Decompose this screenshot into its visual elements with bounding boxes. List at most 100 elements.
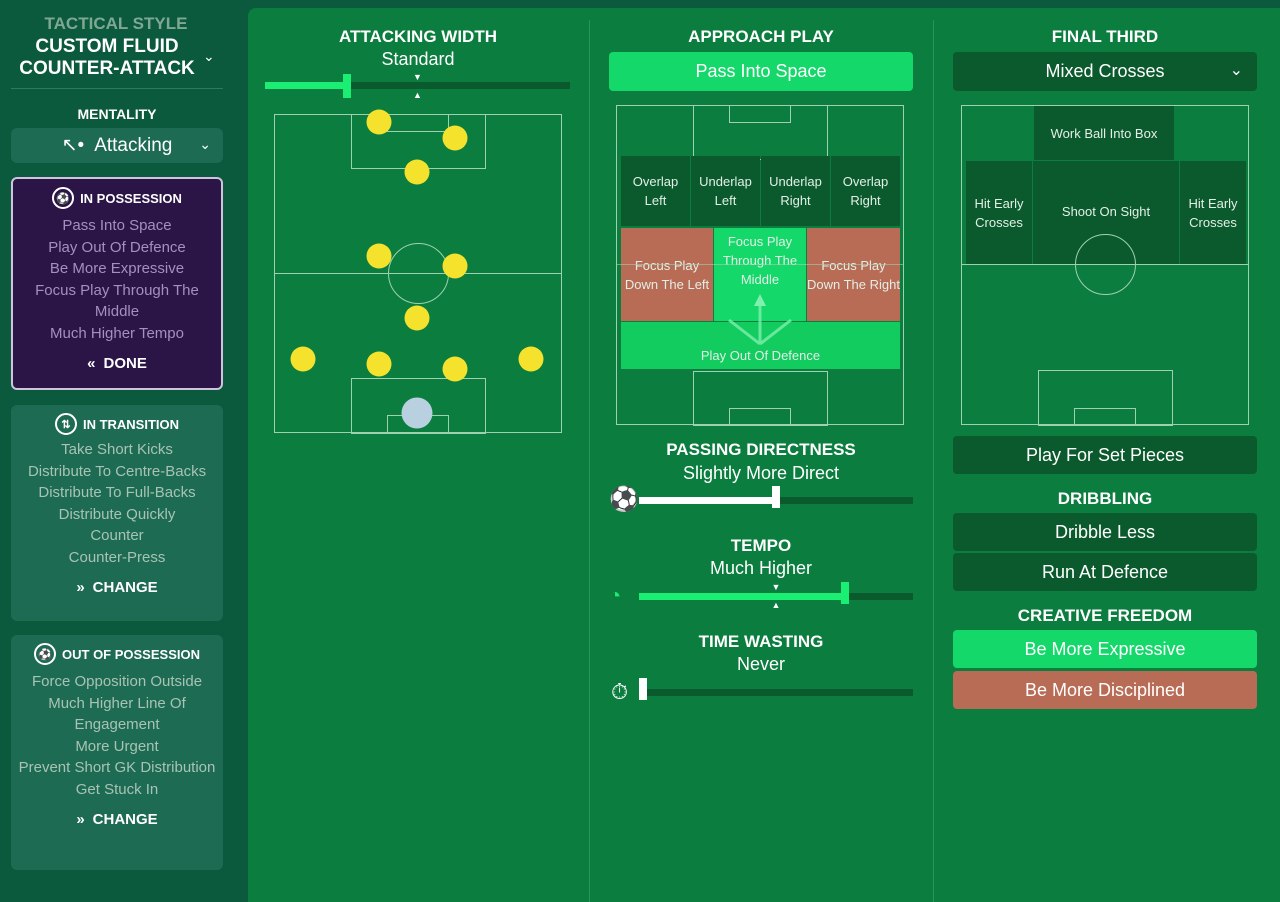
player-marker[interactable] [442, 356, 468, 382]
player-marker[interactable] [290, 346, 316, 372]
passing-directness-title: PASSING DIRECTNESS [666, 440, 856, 459]
dribble-less-button[interactable]: Dribble Less [953, 513, 1257, 551]
slider-handle[interactable] [840, 582, 849, 604]
slider-handle[interactable] [639, 678, 647, 700]
done-button[interactable]: « DONE [13, 355, 221, 372]
zone-work-ball-into-box[interactable]: Work Ball Into Box [1034, 106, 1174, 160]
be-more-expressive-button[interactable]: Be More Expressive [953, 630, 1257, 668]
chevrons-left-icon: « [87, 354, 96, 372]
approach-play-selected-button[interactable]: Pass Into Space [609, 52, 913, 91]
panel-title: IN POSSESSION [80, 190, 182, 206]
passing-directness-value: Slightly More Direct [682, 463, 840, 483]
mentality-label: MENTALITY [77, 106, 157, 122]
tempo-title: TEMPO [730, 536, 792, 555]
chevrons-right-icon: » [76, 578, 85, 596]
player-marker[interactable] [366, 351, 392, 377]
sidebar: TACTICAL STYLE CUSTOM FLUID COUNTER-ATTA… [0, 0, 236, 902]
zone-hit-early-crosses-right[interactable]: Hit Early Crosses [1180, 161, 1246, 264]
instruction-item: Distribute To Full-Backs [38, 484, 196, 502]
time-wasting-value: Never [736, 654, 785, 674]
zone-focus-right[interactable]: Focus Play Down The Right [807, 228, 900, 321]
final-third-pitch: Work Ball Into Box Hit Early Crosses Sho… [961, 105, 1249, 426]
instruction-item: Play Out Of Defence [48, 238, 186, 256]
crosses-dropdown[interactable]: Mixed Crosses ⌄ [953, 52, 1257, 91]
mentality-dropdown[interactable]: ↖• Attacking ⌄ [11, 128, 223, 163]
change-label: CHANGE [92, 578, 158, 596]
time-wasting-slider[interactable]: ⏱ [609, 678, 913, 706]
attacking-width-title: ATTACKING WIDTH [338, 27, 497, 46]
time-wasting-title: TIME WASTING [698, 632, 824, 651]
divider [933, 20, 934, 902]
instruction-item: Focus Play Through The Middle [35, 281, 199, 321]
tempo-value: Much Higher [709, 558, 813, 578]
attacking-width-slider[interactable]: ▼ ▲ [265, 72, 570, 100]
passing-arrows-icon [728, 294, 792, 346]
be-more-disciplined-button[interactable]: Be More Disciplined [953, 671, 1257, 709]
creative-freedom-title: CREATIVE FREEDOM [1017, 606, 1193, 625]
dribbling-title: DRIBBLING [1057, 489, 1153, 508]
instruction-item: Pass Into Space [62, 217, 172, 234]
instruction-item: Force Opposition Outside [31, 673, 203, 690]
zone-overlap-left[interactable]: Overlap Left [621, 156, 690, 226]
done-label: DONE [103, 354, 147, 372]
divider [11, 88, 223, 89]
player-marker[interactable] [518, 346, 544, 372]
zone-underlap-right[interactable]: Underlap Right [761, 156, 830, 226]
default-marker-icon: ▲ [413, 90, 422, 100]
chevron-down-icon: ⌄ [199, 136, 211, 152]
instruction-item: Prevent Short GK Distribution [18, 759, 216, 777]
chevron-down-icon[interactable]: ⌄ [203, 48, 215, 64]
passing-directness-slider[interactable]: ⚽ [609, 486, 913, 514]
zone-overlap-right[interactable]: Overlap Right [831, 156, 900, 226]
change-button[interactable]: »CHANGE [11, 811, 223, 828]
instruction-item: Much Higher Line Of Engagement [48, 694, 186, 734]
instruction-item: Get Stuck In [75, 780, 159, 798]
chevron-down-icon: ⌄ [1229, 62, 1243, 79]
panel-title: IN TRANSITION [82, 416, 180, 432]
player-marker[interactable] [442, 253, 468, 279]
slider-handle[interactable] [772, 486, 780, 508]
run-at-defence-button[interactable]: Run At Defence [953, 553, 1257, 591]
zone-underlap-left[interactable]: Underlap Left [691, 156, 760, 226]
slider-track [639, 689, 913, 696]
player-marker[interactable] [442, 125, 468, 151]
instruction-item: More Urgent [75, 737, 159, 755]
transition-icon: ⇅ [54, 413, 77, 435]
player-marker[interactable] [366, 243, 392, 269]
stopwatch-icon: ⏱ [611, 679, 629, 704]
ball-icon: ⚽ [34, 643, 57, 665]
slider-track [265, 82, 570, 89]
instruction-item: Counter-Press [68, 548, 166, 566]
player-marker[interactable] [404, 305, 430, 331]
default-marker-icon: ▼ [413, 72, 422, 82]
panel-title: OUT OF POSSESSION [62, 646, 200, 662]
zone-focus-left[interactable]: Focus Play Down The Left [621, 228, 713, 321]
mentality-arrow-icon: ↖• [61, 135, 85, 156]
default-marker-icon: ▼ [771, 582, 781, 592]
player-marker[interactable] [366, 109, 392, 135]
tactical-style-label: TACTICAL STYLE [44, 14, 188, 33]
player-marker[interactable] [404, 159, 430, 185]
tactical-style-name[interactable]: CUSTOM FLUID COUNTER-ATTACK [19, 36, 195, 79]
goalkeeper-marker[interactable] [401, 397, 433, 429]
instruction-item: Be More Expressive [49, 260, 185, 278]
tempo-slider[interactable]: ◔ ▼▲ [609, 582, 913, 610]
zone-hit-early-crosses-left[interactable]: Hit Early Crosses [966, 161, 1032, 264]
final-third-title: FINAL THIRD [1051, 27, 1159, 46]
instruction-item: Distribute To Centre-Backs [27, 462, 207, 480]
instruction-item: Distribute Quickly [58, 505, 176, 523]
approach-play-title: APPROACH PLAY [688, 27, 834, 46]
slider-handle[interactable] [343, 74, 352, 98]
slider-fill [639, 593, 845, 600]
play-for-set-pieces-button[interactable]: Play For Set Pieces [953, 436, 1257, 474]
slider-fill [639, 497, 776, 504]
ball-icon: ⚽ [609, 486, 639, 513]
out-of-possession-panel[interactable]: ⚽ OUT OF POSSESSION Force Opposition Outs… [11, 635, 223, 870]
instruction-item: Counter [90, 527, 144, 545]
change-button[interactable]: » CHANGE [11, 579, 223, 596]
approach-play-pitch: Overlap Left Underlap Left Underlap Righ… [616, 105, 904, 426]
slider-fill [265, 82, 348, 89]
instruction-item: Much Higher Tempo [50, 324, 184, 342]
